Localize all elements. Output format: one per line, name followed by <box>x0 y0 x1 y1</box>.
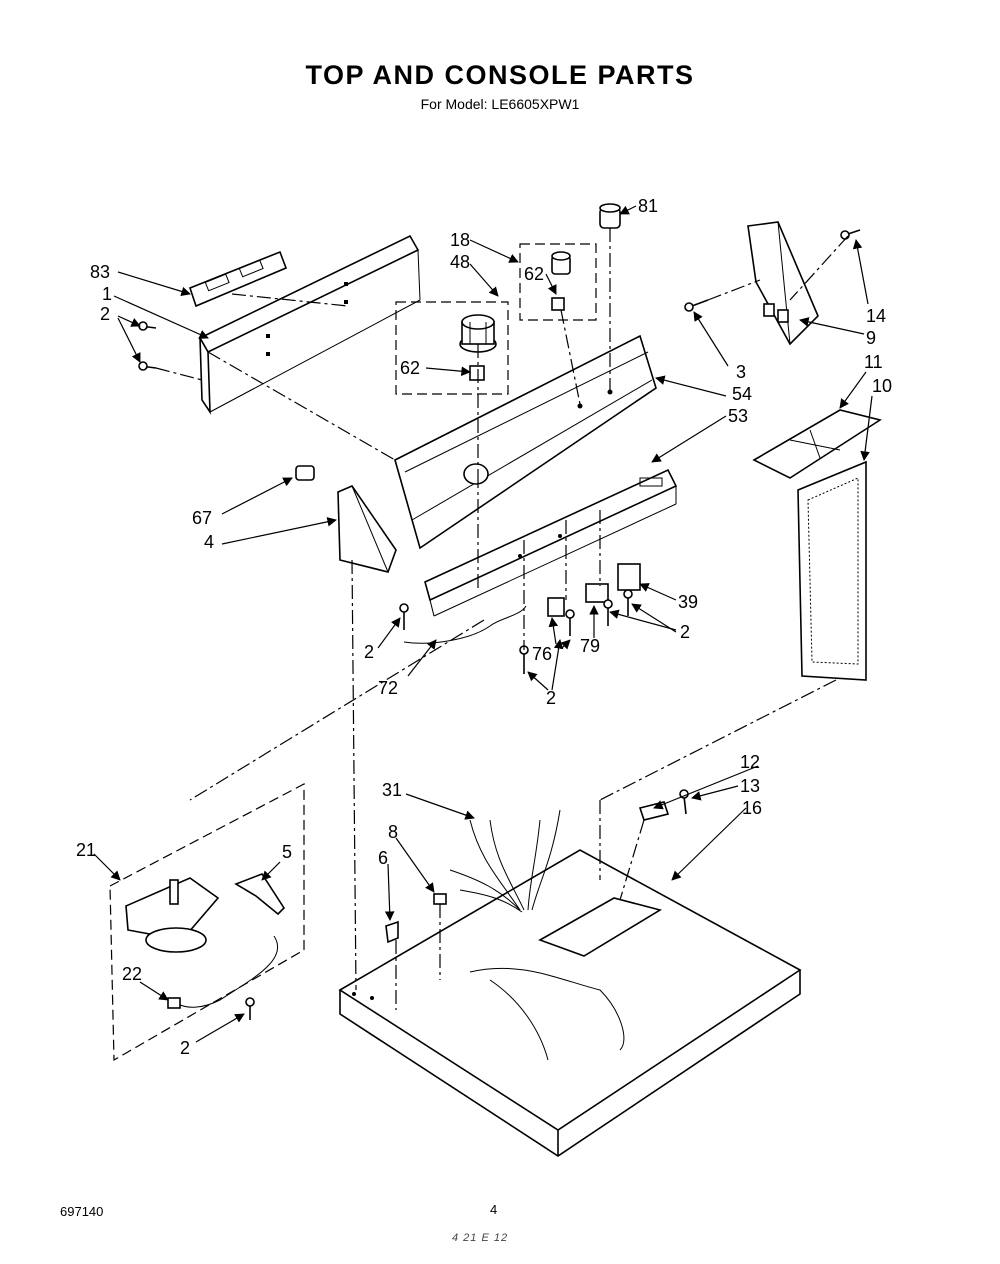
callout-4: 4 <box>204 532 214 552</box>
console-end-cap <box>337 485 397 573</box>
callout-13: 13 <box>740 776 760 796</box>
callout-79: 79 <box>580 636 600 656</box>
clip-67 <box>295 465 315 481</box>
callout-22: 22 <box>122 964 142 984</box>
callout-14: 14 <box>866 306 886 326</box>
callout-9: 9 <box>866 328 876 348</box>
callout-numbers: 83 1 2 18 48 62 62 81 14 9 3 54 53 11 10… <box>76 196 892 1058</box>
console-mounting-bracket <box>424 468 678 617</box>
panel-screws <box>138 321 157 371</box>
callout-54: 54 <box>732 384 752 404</box>
part-8-and-6 <box>385 893 447 944</box>
callout-62-lower: 62 <box>400 358 420 378</box>
switch-39 <box>617 563 641 591</box>
handwritten-mark: 4 21 E 12 <box>452 1232 509 1244</box>
motor-screw <box>245 997 255 1020</box>
bracket-12 <box>638 801 670 821</box>
page-number: 4 <box>490 1202 498 1217</box>
selector-knob-group-box <box>519 243 597 321</box>
screw-13 <box>679 789 689 815</box>
callout-81: 81 <box>638 196 658 216</box>
knob-clip-62-lower <box>469 365 485 381</box>
callout-2-bottom: 2 <box>546 688 556 708</box>
callout-1: 1 <box>102 284 112 304</box>
callout-72: 72 <box>378 678 398 698</box>
callout-18: 18 <box>450 230 470 250</box>
callout-2-motor: 2 <box>180 1038 190 1058</box>
knob-clip-62-upper <box>551 297 565 311</box>
callout-6: 6 <box>378 848 388 868</box>
dryer-top-panel <box>338 849 802 1157</box>
page-title: TOP AND CONSOLE PARTS <box>305 60 695 90</box>
callout-53: 53 <box>728 406 748 426</box>
console-back-panel <box>198 234 421 415</box>
knob-81 <box>599 203 621 229</box>
callout-62-upper: 62 <box>524 264 544 284</box>
callout-31: 31 <box>382 780 402 800</box>
callout-10: 10 <box>872 376 892 396</box>
timer-knob <box>459 314 497 353</box>
callout-12: 12 <box>740 752 760 772</box>
right-end-cap <box>747 221 819 346</box>
callout-8: 8 <box>388 822 398 842</box>
control-panel-bracket <box>189 250 288 308</box>
callout-83: 83 <box>90 262 110 282</box>
callout-67: 67 <box>192 508 212 528</box>
timer-knob-group-box <box>395 301 509 395</box>
switch-79 <box>585 583 609 603</box>
callout-76: 76 <box>532 644 552 664</box>
alignment-lines <box>155 228 849 1010</box>
callout-21: 21 <box>76 840 96 860</box>
callout-48: 48 <box>450 252 470 272</box>
console-main <box>394 334 657 550</box>
part-number: 697140 <box>60 1204 104 1219</box>
motor-wire-22 <box>167 935 279 1009</box>
drive-motor-group-box <box>109 783 305 1062</box>
callout-2: 2 <box>100 304 110 324</box>
callout-39: 39 <box>678 592 698 612</box>
callout-16: 16 <box>742 798 762 818</box>
selector-knob <box>551 251 571 275</box>
callout-leaders <box>93 205 873 1043</box>
lint-screen-cover <box>752 409 882 479</box>
lint-screen <box>797 460 867 681</box>
callout-2-right: 2 <box>680 622 690 642</box>
wire-harness-31 <box>449 809 625 1061</box>
callout-5: 5 <box>282 842 292 862</box>
motor-bracket-5 <box>234 873 286 916</box>
callout-11: 11 <box>864 352 883 372</box>
ground-wire-72 <box>403 605 527 644</box>
drive-motor <box>125 877 220 953</box>
callout-2-left: 2 <box>364 642 374 662</box>
model-subtitle: For Model: LE6605XPW1 <box>420 96 580 112</box>
switch-76 <box>547 597 565 617</box>
console-screws <box>399 589 633 674</box>
callout-3: 3 <box>736 362 746 382</box>
